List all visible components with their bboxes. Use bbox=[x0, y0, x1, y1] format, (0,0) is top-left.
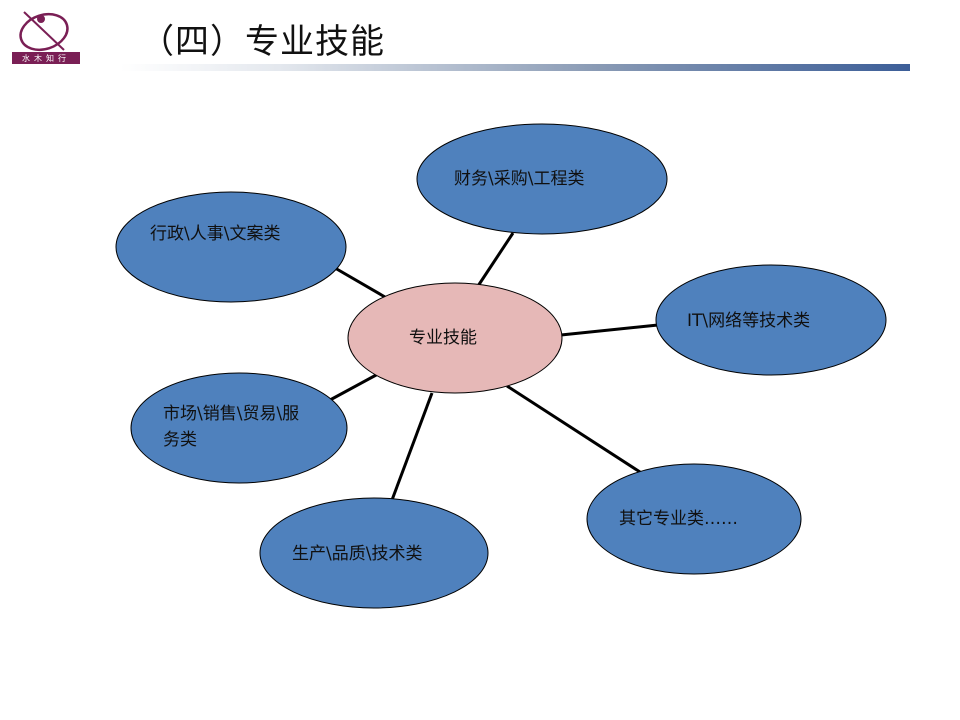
node-label-it: IT\网络等技术类 bbox=[687, 311, 811, 331]
page-title: （四）专业技能 bbox=[140, 22, 385, 62]
node-center bbox=[347, 282, 563, 394]
connector-production bbox=[390, 392, 434, 501]
node-label-market: 市场\销售\贸易\服务类 bbox=[163, 404, 300, 450]
node-label-production: 生产\品质\技术类 bbox=[292, 544, 423, 564]
node-other bbox=[586, 463, 802, 575]
node-label-admin: 行政\人事\文案类 bbox=[150, 224, 281, 244]
node-production bbox=[259, 497, 489, 609]
connector-admin bbox=[334, 266, 386, 299]
company-logo: 水木知行 bbox=[8, 6, 82, 66]
connector-finance bbox=[476, 232, 515, 287]
node-label-finance: 财务\采购\工程类 bbox=[454, 169, 585, 189]
connector-other bbox=[506, 384, 641, 474]
logo-text: 水木知行 bbox=[22, 53, 70, 63]
node-admin bbox=[115, 191, 347, 303]
node-market bbox=[130, 372, 348, 484]
connector-it bbox=[560, 323, 659, 337]
node-label-center: 专业技能 bbox=[409, 328, 477, 348]
node-finance bbox=[416, 123, 668, 235]
title-underline-bar bbox=[120, 64, 910, 71]
connector-market bbox=[329, 372, 379, 402]
node-it bbox=[655, 264, 887, 376]
node-label-other: 其它专业类…… bbox=[619, 509, 738, 529]
